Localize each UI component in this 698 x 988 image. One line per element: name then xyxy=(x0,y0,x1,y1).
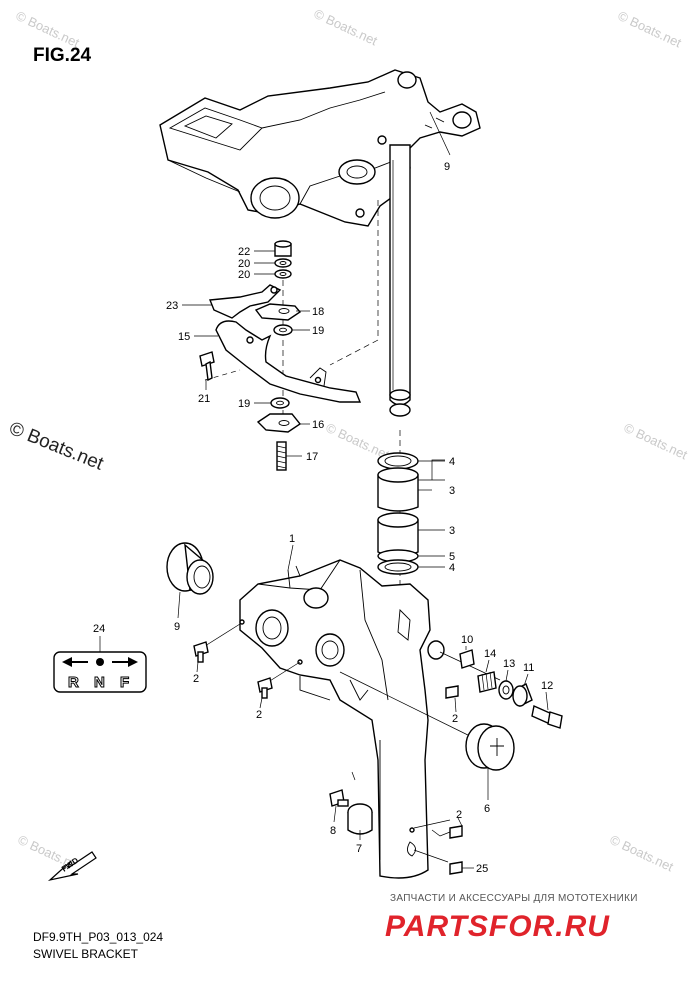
washer-19b xyxy=(270,397,290,409)
callout-20: 20 xyxy=(238,258,250,270)
callout-8: 8 xyxy=(330,825,336,837)
callout-5: 5 xyxy=(449,551,455,563)
callout-9: 9 xyxy=(174,621,180,633)
bushing-11 xyxy=(512,683,533,707)
axis-line xyxy=(204,623,241,647)
bushing-stack xyxy=(377,452,419,575)
figure-title: FIG.24 xyxy=(33,45,92,66)
axis-line xyxy=(413,849,449,863)
callout-1: 1 xyxy=(289,533,295,545)
shop-logo: PARTSFOR.RU xyxy=(385,910,610,943)
clamp-bracket xyxy=(159,69,481,227)
callout-2: 2 xyxy=(193,673,199,685)
nut-washer-stack xyxy=(274,240,292,279)
callout-24: 24 xyxy=(93,623,105,635)
swivel-bracket-body xyxy=(239,559,445,879)
callout-2: 2 xyxy=(256,709,262,721)
figure-code: DF9.9TH_P03_013_024 xyxy=(33,930,164,944)
callout-13: 13 xyxy=(503,658,515,670)
swivel-tube xyxy=(389,144,411,417)
spring-14 xyxy=(477,671,497,693)
callout-2: 2 xyxy=(456,809,462,821)
callout-19: 19 xyxy=(312,325,324,337)
screw-2d xyxy=(449,825,463,839)
plate-10 xyxy=(459,649,475,669)
callout-12: 12 xyxy=(541,680,553,692)
axis-line xyxy=(413,819,451,829)
bolt-12 xyxy=(531,705,563,729)
callout-2: 2 xyxy=(452,713,458,725)
figure-name: SWIVEL BRACKET xyxy=(33,947,138,961)
callout-3: 3 xyxy=(449,485,455,497)
side-bush-9 xyxy=(166,542,214,595)
screw-2b xyxy=(257,677,273,699)
direction-letter-f: F xyxy=(120,674,129,691)
screw-25 xyxy=(449,861,463,875)
callout-22: 22 xyxy=(238,246,250,258)
callout-11: 11 xyxy=(523,662,534,674)
callout-20: 20 xyxy=(238,269,250,281)
callout-21: 21 xyxy=(198,393,210,405)
leader-lines xyxy=(99,111,549,869)
bolt-8 xyxy=(329,789,349,807)
callout-19: 19 xyxy=(238,398,250,410)
callout-4: 4 xyxy=(449,456,455,468)
cap-6 xyxy=(465,723,515,771)
callout-10: 10 xyxy=(461,634,473,646)
bolt-21 xyxy=(199,351,215,382)
callout-6: 6 xyxy=(484,803,490,815)
screw-2c xyxy=(445,685,459,699)
direction-plate: R N F xyxy=(53,651,147,693)
axis-line xyxy=(339,671,479,741)
axis-line xyxy=(351,771,356,781)
callout-18: 18 xyxy=(312,306,324,318)
collar-7 xyxy=(347,803,373,835)
callout-23: 23 xyxy=(166,300,178,312)
callout-4: 4 xyxy=(449,562,455,574)
link-plate xyxy=(209,284,282,319)
stud-17 xyxy=(276,441,287,471)
callout-9: 9 xyxy=(444,161,450,173)
callout-7: 7 xyxy=(356,843,362,855)
callout-14: 14 xyxy=(484,648,496,660)
callout-3: 3 xyxy=(449,525,455,537)
callout-15: 15 xyxy=(178,331,190,343)
screw-2a xyxy=(193,641,209,663)
direction-letter-r: R xyxy=(68,674,79,691)
direction-letter-n: N xyxy=(94,674,105,691)
callout-16: 16 xyxy=(312,419,324,431)
washer-13 xyxy=(498,680,514,700)
lever-18 xyxy=(254,303,302,321)
callout-17: 17 xyxy=(306,451,318,463)
shop-tagline: ЗАПЧАСТИ И АКСЕССУАРЫ ДЛЯ МОТОТЕХНИКИ xyxy=(390,893,638,904)
fwd-arrow-icon: FWD xyxy=(47,851,97,882)
washer-19 xyxy=(273,324,293,336)
callout-25: 25 xyxy=(476,863,488,875)
